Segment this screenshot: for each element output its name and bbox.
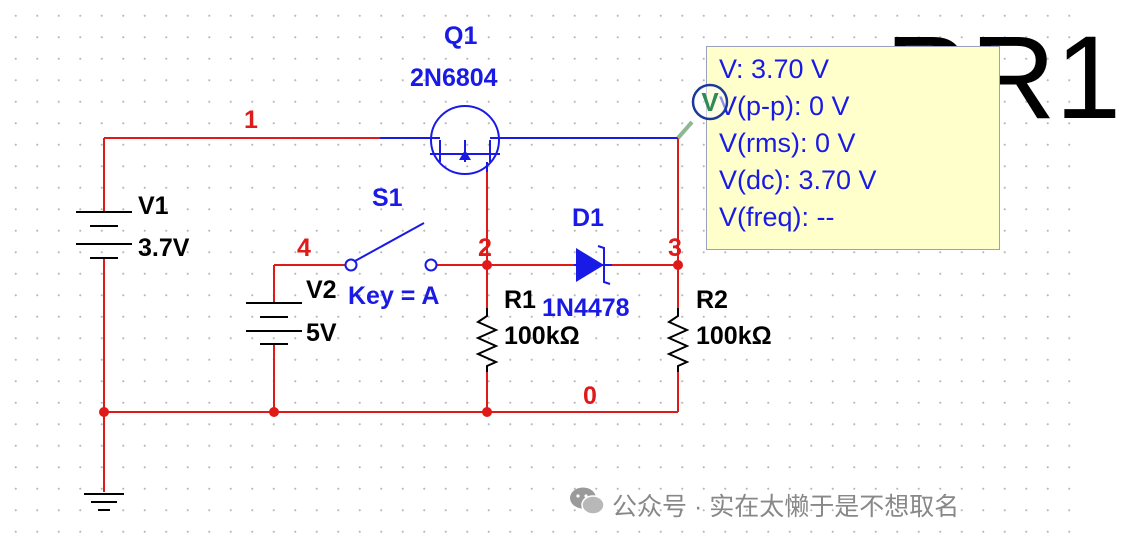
r2-value-label: 100kΩ: [696, 322, 772, 350]
junction-dot: [673, 260, 683, 270]
q1-ref-label: Q1: [444, 22, 478, 50]
s1-key-label: Key = A: [348, 282, 440, 310]
probe-line-vdc: V(dc): 3.70 V: [719, 165, 877, 195]
net-label-0: 0: [583, 382, 597, 410]
resistor-r2-icon: [666, 308, 690, 372]
net-label-4: 4: [297, 234, 311, 262]
d1-part-label: 1N4478: [542, 294, 630, 322]
d1-ref-label: D1: [572, 204, 604, 232]
net-label-3: 3: [668, 234, 682, 262]
ground-icon: [84, 493, 124, 511]
probe-line-vpp: V(p-p): 0 V: [719, 91, 850, 121]
r1-ref-label: R1: [504, 286, 536, 314]
battery-v1-icon: [76, 211, 132, 259]
probe-readout-panel[interactable]: V: 3.70 V V(p-p): 0 V V(rms): 0 V V(dc):…: [706, 46, 1000, 250]
switch-s1-icon: [344, 222, 438, 272]
r2-ref-label: R2: [696, 286, 728, 314]
probe-line-voltage: V: 3.70 V: [719, 54, 830, 84]
net-label-1: 1: [244, 106, 258, 134]
junction-dot: [269, 407, 279, 417]
schematic-wires: [76, 105, 694, 511]
s1-ref-label: S1: [372, 184, 403, 212]
v1-value-label: 3.7V: [138, 234, 190, 262]
battery-v2-icon: [246, 302, 302, 345]
watermark-text: 公众号 · 实在太懒于是不想取名: [612, 493, 960, 521]
v2-value-label: 5V: [306, 319, 337, 347]
probe-line-vfreq: V(freq): --: [719, 202, 835, 232]
v1-ref-label: V1: [138, 192, 169, 220]
resistor-r1-icon: [475, 308, 499, 372]
mosfet-q1-icon: [380, 105, 678, 175]
net-label-2: 2: [478, 234, 492, 262]
v2-ref-label: V2: [306, 276, 337, 304]
voltage-probe-icon[interactable]: V: [690, 82, 730, 122]
junction-dot: [99, 407, 109, 417]
wechat-icon: [570, 487, 605, 515]
probe-icon-letter: V: [701, 87, 719, 117]
zener-diode-d1-icon: [574, 245, 612, 285]
junction-dot: [482, 407, 492, 417]
q1-part-label: 2N6804: [410, 64, 498, 92]
junction-dot: [482, 260, 492, 270]
r1-value-label: 100kΩ: [504, 322, 580, 350]
probe-line-vrms: V(rms): 0 V: [719, 128, 856, 158]
